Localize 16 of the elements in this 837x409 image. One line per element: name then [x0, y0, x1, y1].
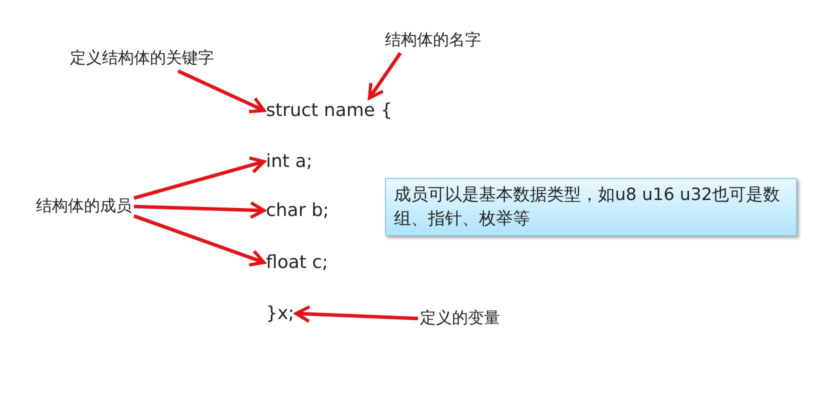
arrow — [177, 69, 266, 114]
annotation-text: 结构体的名字 — [385, 30, 481, 51]
annotation-text: 结构体的成员 — [36, 196, 132, 217]
code-line: char b; — [266, 200, 329, 221]
code-line: struct name { — [266, 100, 392, 121]
code-line: int a; — [266, 151, 312, 172]
callout-box: 成员可以是基本数据类型，如u8 u16 u32也可是数组、指针、枚举等 — [385, 178, 797, 236]
annotation-text: 定义结构体的关键字 — [70, 48, 214, 69]
arrow — [134, 156, 266, 200]
arrow — [294, 305, 418, 323]
code-line: float c; — [266, 252, 328, 273]
code-line: }x; — [266, 303, 294, 324]
arrow — [368, 52, 402, 100]
arrow — [134, 201, 266, 219]
arrow — [133, 214, 266, 267]
annotation-text: 定义的变量 — [420, 308, 500, 329]
